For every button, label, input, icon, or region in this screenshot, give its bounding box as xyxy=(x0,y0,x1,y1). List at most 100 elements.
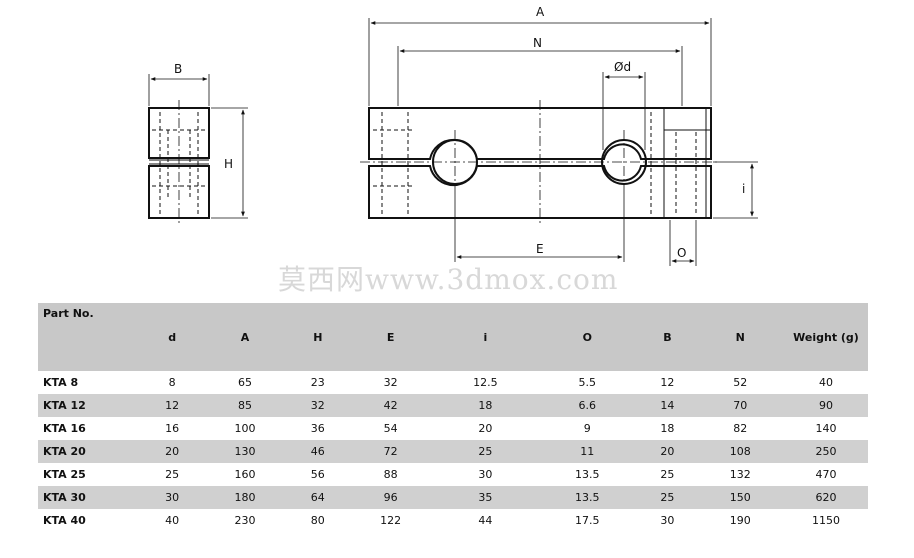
table-row: KTA 16 16 100 36 54 20 9 18 82 140 xyxy=(38,417,868,440)
cell-part-no: KTA 12 xyxy=(43,399,86,412)
cell-o: 6.6 xyxy=(578,399,597,412)
cell-part-no: KTA 30 xyxy=(43,491,86,504)
cell-e: 122 xyxy=(380,514,402,527)
cell-b: 14 xyxy=(660,399,675,412)
cell-d: 20 xyxy=(165,445,180,458)
cell-weight: 140 xyxy=(815,422,837,435)
cell-a: 130 xyxy=(234,445,256,458)
cell-b: 18 xyxy=(660,422,675,435)
cell-o: 13.5 xyxy=(575,491,600,504)
cell-i: 25 xyxy=(478,445,493,458)
cell-part-no: KTA 40 xyxy=(43,514,86,527)
header-o: O xyxy=(582,330,592,344)
cell-b: 30 xyxy=(660,514,675,527)
cell-n: 82 xyxy=(733,422,748,435)
cell-weight: 250 xyxy=(815,445,837,458)
cell-o: 17.5 xyxy=(575,514,600,527)
header-part-no: Part No. xyxy=(43,307,94,320)
cell-i: 12.5 xyxy=(473,376,498,389)
cell-d: 16 xyxy=(165,422,180,435)
cell-weight: 90 xyxy=(819,399,833,412)
table-row: KTA 40 40 230 80 122 44 17.5 30 190 1150 xyxy=(38,509,868,532)
cell-e: 32 xyxy=(383,376,398,389)
header-e: E xyxy=(386,330,395,344)
header-i: i xyxy=(483,330,488,344)
header-a: A xyxy=(240,330,250,344)
front-view: A N Ød E O i xyxy=(360,5,758,266)
cell-weight: 1150 xyxy=(812,514,840,527)
cell-h: 64 xyxy=(310,491,325,504)
cell-h: 23 xyxy=(310,376,325,389)
cell-h: 56 xyxy=(310,468,325,481)
cell-a: 100 xyxy=(234,422,256,435)
cell-b: 20 xyxy=(660,445,675,458)
cell-part-no: KTA 25 xyxy=(43,468,86,481)
header-weight: Weight (g) xyxy=(793,330,859,344)
side-view: B H xyxy=(148,62,248,226)
cell-h: 36 xyxy=(310,422,325,435)
cell-b: 25 xyxy=(660,491,675,504)
cell-a: 85 xyxy=(237,399,252,412)
header-b: B xyxy=(663,330,672,344)
cell-part-no: KTA 8 xyxy=(43,376,79,389)
cell-o: 11 xyxy=(580,445,595,458)
spec-table: Part No. d A H E i O B N Weight (g) KTA … xyxy=(38,303,868,532)
cell-n: 150 xyxy=(729,491,751,504)
header-n: N xyxy=(735,330,745,344)
cell-d: 8 xyxy=(168,376,176,389)
table-header-row: Part No. d A H E i O B N Weight (g) xyxy=(38,303,868,371)
dim-label-e: E xyxy=(536,242,544,256)
dim-label-n: N xyxy=(533,36,542,50)
header-h: H xyxy=(313,330,323,344)
technical-drawing: B H xyxy=(148,5,758,266)
cell-o: 5.5 xyxy=(578,376,597,389)
cell-e: 42 xyxy=(383,399,398,412)
cell-h: 46 xyxy=(310,445,325,458)
cell-n: 132 xyxy=(729,468,751,481)
cell-o: 9 xyxy=(583,422,591,435)
cell-h: 80 xyxy=(310,514,325,527)
cell-i: 30 xyxy=(478,468,493,481)
table-row: KTA 20 20 130 46 72 25 11 20 108 250 xyxy=(38,440,868,463)
cell-i: 18 xyxy=(478,399,493,412)
cell-b: 25 xyxy=(660,468,675,481)
table-row: KTA 25 25 160 56 88 30 13.5 25 132 470 xyxy=(38,463,868,486)
cell-a: 180 xyxy=(234,491,256,504)
cell-e: 96 xyxy=(383,491,398,504)
dim-label-i: i xyxy=(742,182,745,196)
cell-weight: 620 xyxy=(815,491,837,504)
dim-label-b: B xyxy=(174,62,182,76)
cell-weight: 40 xyxy=(819,376,833,389)
cell-n: 108 xyxy=(729,445,751,458)
cell-n: 190 xyxy=(729,514,751,527)
cell-d: 40 xyxy=(165,514,180,527)
cell-d: 12 xyxy=(165,399,180,412)
cell-i: 44 xyxy=(478,514,493,527)
table-row: KTA 12 12 85 32 42 18 6.6 14 70 90 xyxy=(38,394,868,417)
dim-label-diameter: Ød xyxy=(614,60,631,74)
cell-part-no: KTA 16 xyxy=(43,422,86,435)
cell-e: 72 xyxy=(383,445,398,458)
cell-d: 30 xyxy=(165,491,180,504)
cell-o: 13.5 xyxy=(575,468,600,481)
dim-label-h: H xyxy=(224,157,233,171)
cell-n: 70 xyxy=(733,399,748,412)
cell-d: 25 xyxy=(165,468,180,481)
cell-part-no: KTA 20 xyxy=(43,445,86,458)
cell-b: 12 xyxy=(660,376,675,389)
dim-label-a: A xyxy=(536,5,545,19)
cell-a: 230 xyxy=(234,514,256,527)
watermark-text: 莫西网www.3dmox.com xyxy=(278,263,619,296)
dim-label-o: O xyxy=(677,246,686,260)
cell-e: 54 xyxy=(383,422,398,435)
cell-e: 88 xyxy=(383,468,398,481)
cell-weight: 470 xyxy=(815,468,837,481)
cell-i: 35 xyxy=(478,491,493,504)
cell-n: 52 xyxy=(733,376,748,389)
cell-a: 160 xyxy=(234,468,256,481)
header-d: d xyxy=(168,330,177,344)
table-row: KTA 30 30 180 64 96 35 13.5 25 150 620 xyxy=(38,486,868,509)
cell-h: 32 xyxy=(310,399,325,412)
table-row: KTA 8 8 65 23 32 12.5 5.5 12 52 40 xyxy=(38,371,868,394)
cell-a: 65 xyxy=(237,376,252,389)
